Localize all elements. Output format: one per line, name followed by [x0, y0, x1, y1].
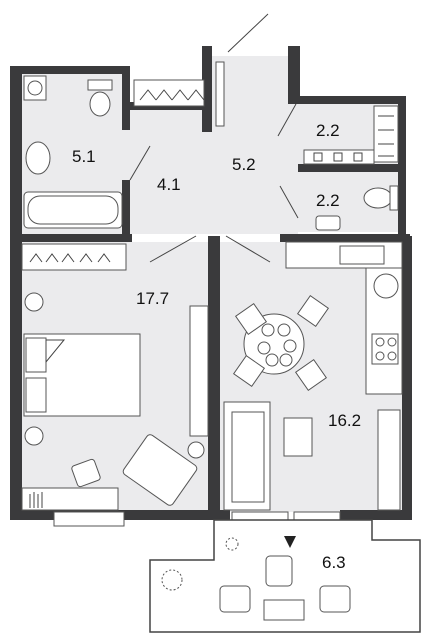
- wall-kitchen-top: [280, 234, 410, 242]
- nightstand-top: [24, 292, 44, 312]
- desk: [21, 487, 119, 511]
- entrance-door: [215, 13, 269, 127]
- coffee-table: [283, 417, 313, 457]
- stool: [71, 458, 101, 488]
- wall-top-bath: [10, 66, 130, 74]
- area-hall: 4.1: [157, 175, 181, 194]
- corridor-floor: [210, 56, 298, 234]
- bathroom-fixtures: [23, 75, 123, 229]
- area-wardrobe: 2.2: [316, 121, 340, 140]
- wall-corridor-right: [288, 46, 300, 104]
- door-swings: [129, 103, 299, 263]
- balcony-chair-3: [319, 585, 351, 613]
- tv-stand-living: [377, 409, 401, 511]
- wall-right-upper: [398, 96, 406, 242]
- area-wc: 2.2: [316, 191, 340, 210]
- wall-bath-right-low: [122, 180, 130, 234]
- hall-wardrobe: [133, 79, 205, 107]
- walls: [10, 46, 412, 520]
- wc-fixtures: [315, 185, 399, 231]
- wc-sink: [315, 215, 341, 231]
- wall-bedroom-living: [208, 236, 220, 512]
- wardrobe-shelves: [303, 105, 399, 165]
- balcony-chair-2: [219, 585, 251, 613]
- area-bedroom: 17.7: [136, 289, 169, 308]
- sink: [25, 141, 51, 175]
- wall-bath-right: [122, 74, 130, 130]
- area-kitchen-living: 16.2: [328, 411, 361, 430]
- wall-corridor-left: [202, 46, 212, 132]
- toilet-bath: [89, 91, 111, 117]
- wall-left: [10, 66, 22, 518]
- balcony-table: [263, 599, 305, 621]
- wall-bedroom-top: [22, 234, 132, 242]
- nightstand-bottom: [24, 426, 44, 446]
- wall-wardrobe-wc: [298, 164, 398, 172]
- wall-bottom-mid: [130, 510, 230, 520]
- toilet-wc: [363, 187, 393, 209]
- area-corridor: 5.2: [232, 155, 256, 174]
- balcony-chair-1: [265, 555, 293, 587]
- balcony: [149, 519, 421, 633]
- bedroom-furniture: [21, 243, 209, 511]
- bedroom-wardrobe: [21, 243, 127, 271]
- armchair: [122, 434, 198, 506]
- bedroom-window: [53, 511, 125, 527]
- area-balcony: 6.3: [322, 553, 346, 572]
- wall-bottom-right: [340, 510, 412, 520]
- area-bathroom: 5.1: [72, 147, 96, 166]
- hall-floor: [130, 110, 210, 234]
- kitchen-furniture: [223, 241, 403, 511]
- room-labels: 5.1 4.1 5.2 2.2 2.2 17.7 16.2 6.3: [72, 121, 361, 572]
- wall-right: [402, 236, 412, 518]
- tv-stand: [189, 305, 209, 437]
- wall-top-wardrobe: [288, 96, 406, 104]
